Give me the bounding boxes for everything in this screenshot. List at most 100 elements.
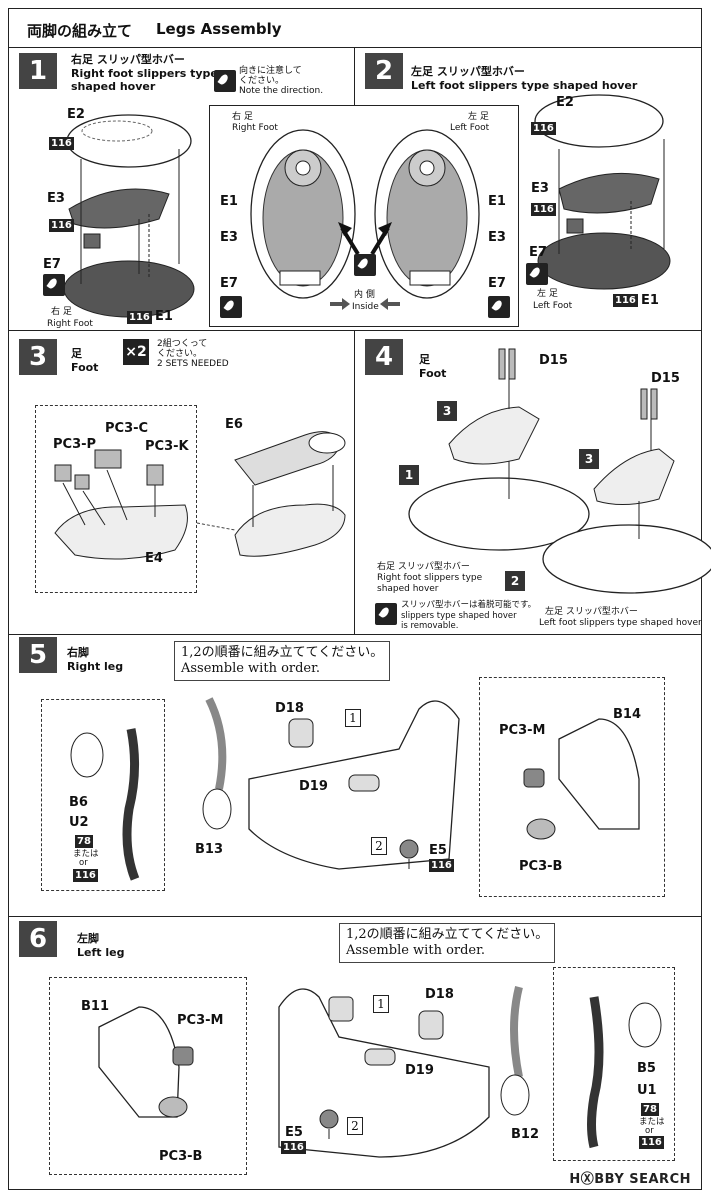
step2-foot-en: Left Foot [533,301,573,311]
step6-order-jp: 1,2の順番に組み立ててください。 [346,927,549,942]
step1-part-e2: E2 [67,107,85,122]
page-title-jp: 両脚の組み立て [27,22,133,40]
step6-part-e5: E5 [285,1125,303,1140]
step4-drawing [408,348,711,594]
step1-title-en2: shaped hover [71,80,156,93]
row-step-5 [9,635,701,917]
step2-title-jp: 左足 スリッパ型ホバー [411,65,525,78]
step2-caution-icon [526,263,548,285]
watermark: HⓍBBY SEARCH [569,1172,691,1187]
step1-note-jp: 向きに注意して [239,66,302,76]
step5-part-pc3m: PC3-M [499,723,546,738]
step6-or-jp: または [639,1117,665,1127]
step5-or-en: or [79,858,88,868]
step3-sub-assembly-box [35,405,197,593]
step1-title-jp: 右足 スリッパ型ホバー [71,53,185,66]
step2-runner-116-c: 116 [613,294,638,307]
step6-runner-116: 116 [639,1136,664,1149]
detail-left-jp: 左 足 [468,112,489,122]
step1-runner-116-c: 116 [127,311,152,324]
step6-part-b11: B11 [81,999,109,1014]
step4-removable-en2: is removable. [401,621,459,631]
step6-left-box [49,977,247,1175]
step3-title-en: Foot [71,361,99,374]
step4-removable-jp: スリッパ型ホバーは着脱可能です。 [401,600,537,610]
step3-part-pc3k: PC3-K [145,439,189,454]
step4-part-d15-b: D15 [651,371,680,386]
detail-right-jp: 右 足 [232,112,253,122]
divider-step1-2 [354,47,355,107]
step1-caution-icon [43,274,65,296]
step5-order-note: 1,2の順番に組み立ててください。 Assemble with order. [174,641,391,681]
step5-part-pc3b: PC3-B [519,859,563,874]
step4-left-jp: 左足 スリッパ型ホバー [545,607,638,617]
step6-order-en: Assemble with order. [346,943,486,958]
detail-e7-right: E7 [220,276,238,291]
step3-note-en: 2 SETS NEEDED [157,359,229,369]
step-number-2: 2 [365,53,403,89]
step2-foot-jp: 左 足 [537,289,558,299]
row-steps-3-4 [9,331,701,635]
direction-detail-box: 右 足 Right Foot 左 足 Left Foot E1 E3 E7 E1… [209,105,519,327]
detail-caution-icon-a [220,296,242,318]
step2-part-e3: E3 [531,181,549,196]
step6-order-1: 1 [373,995,389,1013]
step1-runner-116-b: 116 [49,219,74,232]
step3-note-jp2: ください。 [157,349,203,359]
step4-right-en: Right foot slippers type [377,573,483,583]
step3-title-jp: 足 [71,347,82,360]
step4-left-en: Left foot slippers type shaped hover [539,618,702,628]
step6-part-pc3m: PC3-M [177,1013,224,1028]
divider-step3-4 [354,331,355,635]
step6-title-en: Left leg [77,946,125,959]
step-number-3: 3 [19,339,57,375]
step4-ref-3-b: 3 [579,449,599,469]
step-number-1: 1 [19,53,57,89]
detail-inside-jp: 内 側 [354,290,375,300]
detail-e7-left: E7 [488,276,506,291]
detail-caution-icon-c [354,254,376,276]
detail-e1-right: E1 [220,194,238,209]
step3-part-e4: E4 [145,551,163,566]
step5-part-d19: D19 [299,779,328,794]
detail-inside-en: Inside [352,302,379,312]
step6-part-b12: B12 [511,1127,539,1142]
step4-removable-en: slippers type shaped hover [401,611,517,621]
step1-part-e1: E1 [155,309,173,324]
instruction-page: 両脚の組み立て Legs Assembly 1 右足 スリッパ型ホバー Righ… [8,8,711,1190]
step2-part-e1: E1 [641,293,659,308]
step3-part-pc3c: PC3-C [105,421,149,436]
step1-exploded-drawing [63,114,195,318]
detail-e1-left: E1 [488,194,506,209]
step5-order-1: 1 [345,709,361,727]
step6-part-u1: U1 [637,1083,657,1098]
step6-runner-116-e5: 116 [281,1141,306,1154]
x2-badge: ×2 [123,339,149,365]
step5-part-b14: B14 [613,707,641,722]
step2-part-e7: E7 [529,245,547,260]
step1-note-en: Note the direction. [239,86,324,96]
step5-title-en: Right leg [67,660,124,673]
step1-part-e7: E7 [43,257,61,272]
step5-part-b6: B6 [69,795,88,810]
detail-left-en: Left Foot [450,123,490,133]
step3-note-jp: 2組つくって [157,339,208,349]
page-title-en: Legs Assembly [156,20,282,38]
step5-runner-78: 78 [75,835,93,848]
caution-icon [214,70,236,92]
row-steps-1-2 [9,47,701,331]
step5-part-u2: U2 [69,815,89,830]
step3-part-pc3p: PC3-P [53,437,97,452]
step2-runner-116-a: 116 [531,122,556,135]
step5-runner-116-e5: 116 [429,859,454,872]
step1-foot-jp: 右 足 [51,307,72,317]
step2-title-en: Left foot slippers type shaped hover [411,79,638,92]
step5-drawing [70,697,640,881]
step6-part-pc3b: PC3-B [159,1149,203,1164]
step5-part-b13: B13 [195,842,223,857]
step1-part-e3: E3 [47,191,65,206]
step6-part-d18: D18 [425,987,454,1002]
step5-order-2: 2 [371,837,387,855]
step6-runner-78: 78 [641,1103,659,1116]
step4-ref-1: 1 [399,465,419,485]
